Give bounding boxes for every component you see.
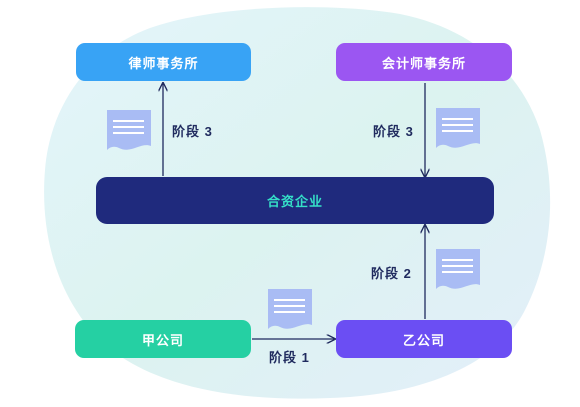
law-firm-label: 律师事务所 (128, 55, 199, 71)
company-b-node: 乙公司 (336, 320, 512, 358)
document-icon (436, 249, 480, 289)
company-a-label: 甲公司 (141, 332, 184, 348)
joint-venture-node: 合资企业 (96, 177, 494, 224)
accounting-firm-label: 会计师事务所 (381, 55, 466, 71)
document-icon (436, 108, 480, 148)
stage-label-left-top: 阶段 3 (172, 124, 213, 139)
stage-label-right-top: 阶段 3 (373, 124, 414, 139)
document-icon (107, 110, 151, 150)
company-a-node: 甲公司 (75, 320, 251, 358)
stage-label-right-middle: 阶段 2 (371, 266, 412, 281)
joint-venture-label: 合资企业 (266, 194, 323, 209)
document-icon (268, 289, 312, 329)
stage-label-bottom: 阶段 1 (269, 350, 310, 365)
law-firm-node: 律师事务所 (76, 43, 251, 81)
company-b-label: 乙公司 (402, 332, 445, 348)
accounting-firm-node: 会计师事务所 (336, 43, 512, 81)
